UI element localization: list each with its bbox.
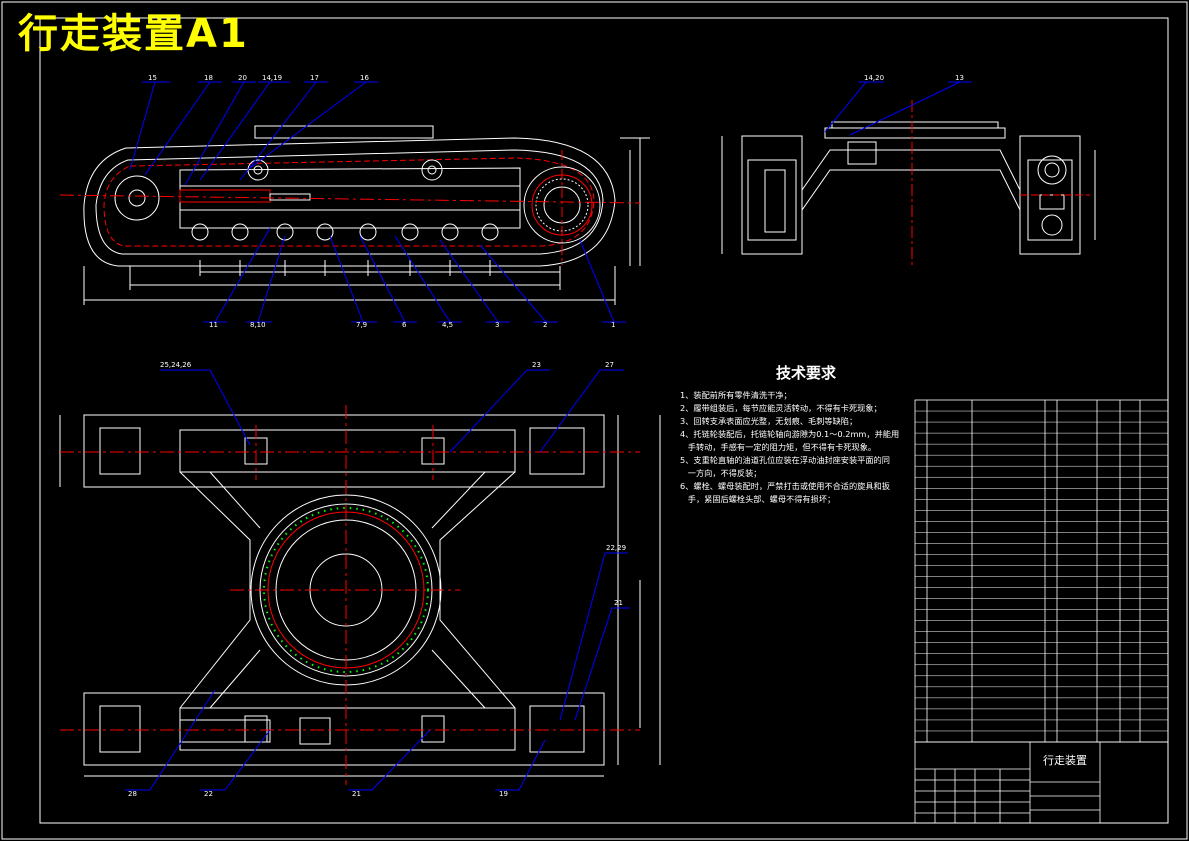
label-15: 15 [148, 74, 157, 82]
plan-label-text: 25,24,26 23 27 22,29 21 28 22 21 19 [128, 361, 626, 798]
plan-label-25-24-26: 25,24,26 [160, 361, 192, 369]
tech-item-4: 4、托链轮装配后，托链轮轴向游隙为0.1～0.2mm，并能用 [680, 429, 900, 439]
plan-label-21-right: 21 [614, 599, 623, 607]
tech-item-4b: 手转动，手感有一定的阻力矩，但不得有卡死现象。 [680, 442, 877, 452]
end-view [721, 121, 1096, 255]
plan-label-21: 21 [352, 790, 361, 798]
tech-item-5: 5、支重轮直轴的油道孔位应装在浮动油封座安装平面的同 [680, 455, 890, 465]
side-view [83, 125, 650, 305]
plan-label-23: 23 [532, 361, 541, 369]
end-label-13: 13 [955, 74, 964, 82]
plan-centerlines [60, 405, 640, 785]
label-7-9: 7,9 [356, 321, 367, 329]
slewing-ring-teeth [263, 507, 429, 673]
side-view-label-text: 15 18 20 14,19 17 16 11 8,10 7,9 6 4,5 3… [148, 74, 615, 329]
plan-label-27: 27 [605, 361, 614, 369]
title-block-assembly-name: 行走装置 [1043, 754, 1087, 767]
label-2: 2 [543, 321, 547, 329]
label-11: 11 [209, 321, 218, 329]
parts-list-rows [915, 410, 1168, 732]
tech-item-6b: 手，紧固后螺栓头部、螺母不得有损坏； [680, 494, 836, 504]
label-14-19: 14,19 [262, 74, 282, 82]
label-6: 6 [402, 321, 407, 329]
end-label-14-20: 14,20 [864, 74, 884, 82]
label-17: 17 [310, 74, 319, 82]
plan-label-19: 19 [499, 790, 508, 798]
label-20: 20 [238, 74, 247, 82]
tech-requirements-title: 技术要求 [775, 364, 836, 382]
tech-item-1: 1、装配前所有零件清洗干净； [680, 390, 792, 400]
label-18: 18 [204, 74, 213, 82]
tech-item-6: 6、螺栓、螺母装配时，严禁打击或使用不合适的旋具和扳 [680, 481, 890, 491]
technical-requirements: 技术要求 1、装配前所有零件清洗干净； 2、履带组装后，每节应能灵活转动，不得有… [680, 362, 912, 506]
tech-item-3: 3、回转支承表面应光整，无划痕、毛刺等缺陷； [680, 416, 858, 426]
tech-item-2: 2、履带组装后，每节应能灵活转动，不得有卡死现象； [680, 403, 882, 413]
end-view-leaders [824, 81, 972, 136]
plan-view [59, 414, 661, 777]
label-1: 1 [611, 321, 615, 329]
side-view-label-underlines [142, 81, 626, 323]
side-view-leaders [129, 81, 615, 323]
label-8-10: 8,10 [250, 321, 266, 329]
drawing-title: 行走装置A1 [18, 11, 249, 57]
plan-view-leaders [125, 369, 630, 791]
label-16: 16 [360, 74, 369, 82]
title-block [914, 741, 1169, 824]
plan-label-22: 22 [204, 790, 213, 798]
side-view-centerline [59, 194, 641, 204]
plan-label-28: 28 [128, 790, 137, 798]
parts-list [914, 399, 1169, 743]
label-3: 3 [495, 321, 499, 329]
label-4-5: 4,5 [442, 321, 453, 329]
tech-item-5b: 一方向，不得反装； [680, 468, 762, 478]
plan-label-22-29: 22,29 [606, 544, 626, 552]
